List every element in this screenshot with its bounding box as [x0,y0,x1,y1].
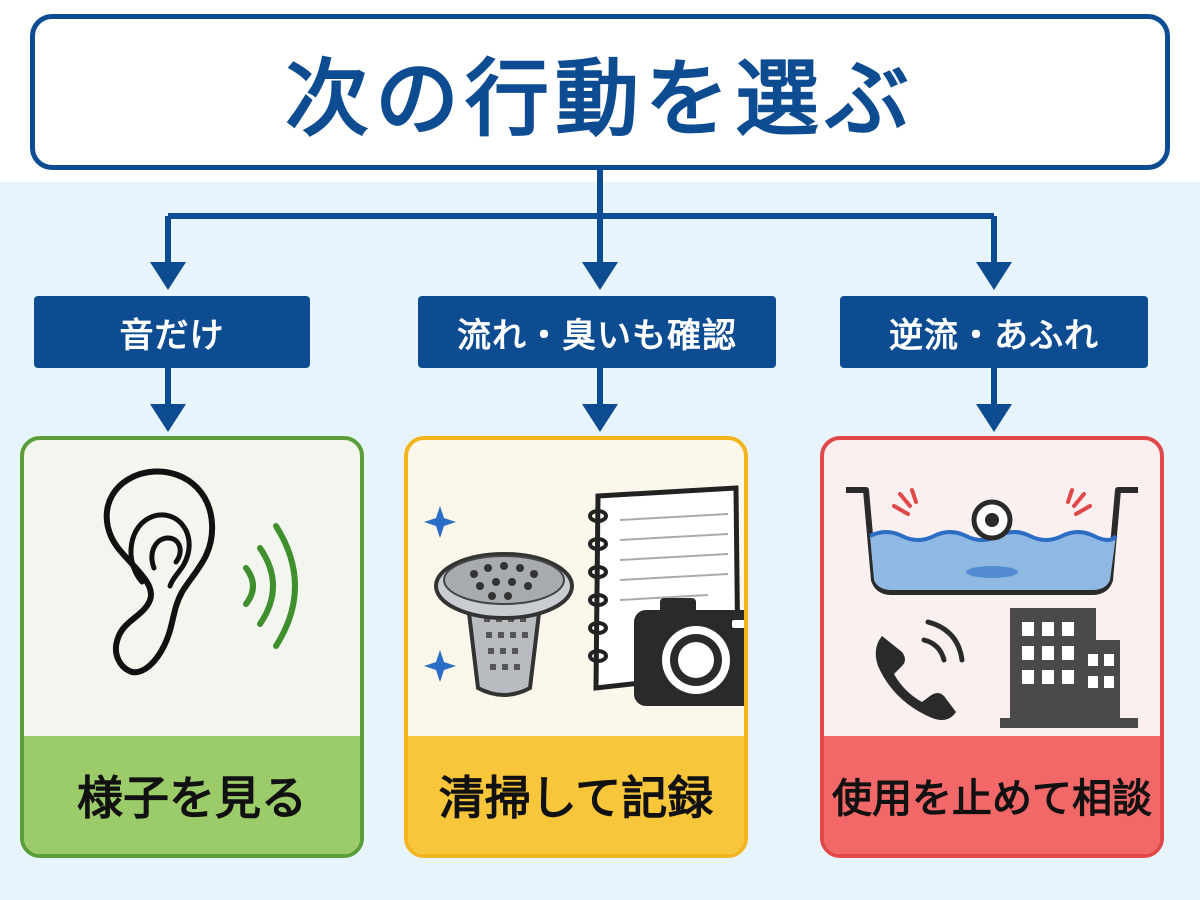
condition-text: 音だけ [119,315,225,356]
condition-label-backflow: 逆流・あふれ [840,296,1148,368]
action-footer: 様子を見る [24,736,360,854]
arrow-down-icon [150,404,186,432]
page-title: 次の行動を選ぶ [284,49,915,148]
phone-icon [875,619,965,720]
arrow-down-icon [150,262,186,290]
action-card-stop-consult: 使用を止めて相談 [820,436,1164,858]
camera-icon [634,598,744,706]
action-footer: 清掃して記録 [408,736,744,854]
arrow-down-icon [976,404,1012,432]
action-text: 使用を止めて相談 [832,776,1152,822]
alert-marks-icon [892,488,1092,516]
condition-text: 逆流・あふれ [889,315,1099,356]
arrow-down-icon [582,404,618,432]
condition-label-flow-smell: 流れ・臭いも確認 [418,296,776,368]
building-icon [1000,608,1138,728]
action-text: 様子を見る [77,771,307,825]
condition-text: 流れ・臭いも確認 [457,315,737,356]
ear-icon [103,468,298,676]
arrow-down-icon [582,262,618,290]
overflowing-sink-icon [846,487,1138,595]
action-footer: 使用を止めて相談 [824,736,1160,854]
action-card-clean-record: 清掃して記録 [404,436,748,858]
sparkle-icon [424,506,456,682]
title-box: 次の行動を選ぶ [30,14,1170,170]
sound-waves-icon [243,523,298,649]
action-text: 清掃して記録 [438,771,714,825]
drain-strainer-icon [434,552,574,697]
condition-label-sound-only: 音だけ [34,296,310,368]
action-card-wait: 様子を見る [20,436,364,858]
arrow-down-icon [976,262,1012,290]
